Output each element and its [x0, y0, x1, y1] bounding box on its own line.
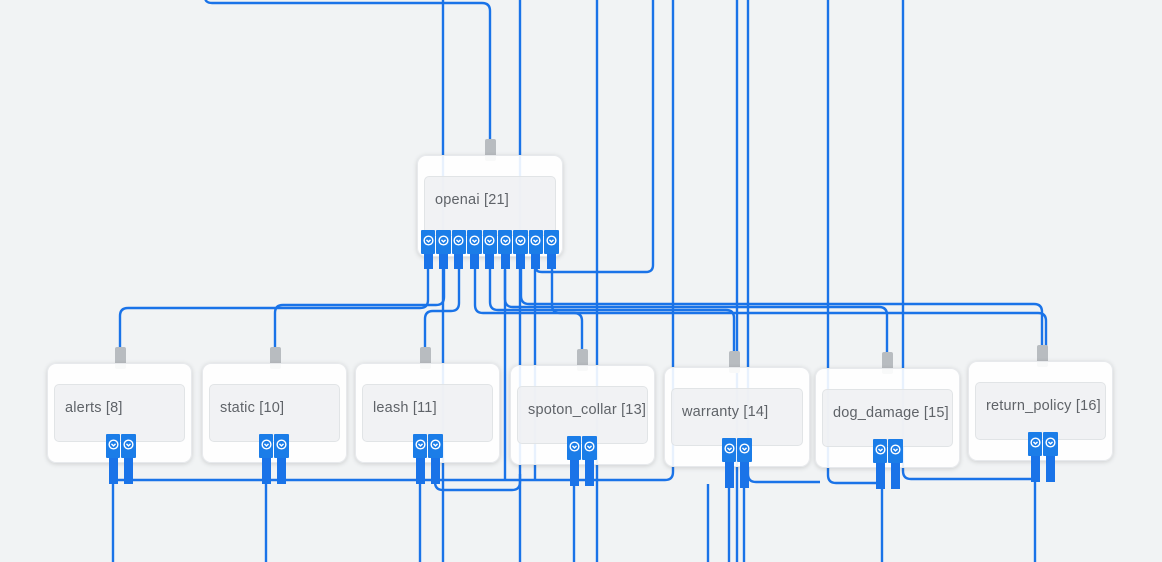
output-port[interactable]	[513, 230, 528, 269]
node-openai[interactable]: openai [21]	[417, 139, 563, 269]
input-port-stub[interactable]	[728, 351, 740, 373]
chevron-down-circle-icon	[724, 443, 735, 454]
input-port-stub[interactable]	[484, 139, 496, 161]
output-port[interactable]	[451, 230, 467, 269]
output-port[interactable]	[528, 230, 544, 269]
node-inner-panel: alerts [8]	[54, 384, 185, 442]
output-port[interactable]	[106, 434, 121, 484]
chevron-down-circle-icon	[515, 235, 526, 246]
chevron-down-circle-icon	[890, 444, 901, 455]
node-title: dog_damage [15]	[833, 405, 949, 421]
chevron-down-circle-icon	[569, 441, 580, 452]
output-port[interactable]	[544, 230, 559, 269]
output-port[interactable]	[722, 438, 737, 488]
output-port[interactable]	[1028, 432, 1043, 482]
output-port-row	[106, 434, 136, 484]
chevron-down-circle-icon	[739, 443, 750, 454]
chevron-down-circle-icon	[430, 439, 441, 450]
output-port[interactable]	[413, 434, 428, 484]
output-port-row	[567, 436, 597, 486]
node-warranty[interactable]: warranty [14]	[664, 351, 810, 488]
output-port-row	[722, 438, 752, 488]
chevron-down-circle-icon	[423, 235, 434, 246]
node-title: static [10]	[220, 400, 285, 416]
chevron-down-circle-icon	[546, 235, 557, 246]
node-card: warranty [14]	[664, 367, 810, 467]
node-inner-panel: openai [21]	[424, 176, 556, 236]
output-port[interactable]	[737, 438, 752, 488]
output-port[interactable]	[436, 230, 451, 269]
node-static[interactable]: static [10]	[202, 347, 347, 484]
chevron-down-circle-icon	[438, 235, 449, 246]
output-port[interactable]	[873, 439, 888, 489]
input-port-stub[interactable]	[114, 347, 126, 369]
node-inner-panel: return_policy [16]	[975, 382, 1106, 440]
node-inner-panel: warranty [14]	[671, 388, 803, 446]
chevron-down-circle-icon	[261, 439, 272, 450]
chevron-down-circle-icon	[123, 439, 134, 450]
output-port[interactable]	[259, 434, 274, 484]
output-port[interactable]	[497, 230, 513, 269]
node-alerts[interactable]: alerts [8]	[47, 347, 192, 484]
input-port-stub[interactable]	[419, 347, 431, 369]
chevron-down-circle-icon	[276, 439, 287, 450]
chevron-down-circle-icon	[530, 235, 541, 246]
chevron-down-circle-icon	[1030, 437, 1041, 448]
output-port[interactable]	[428, 434, 443, 484]
output-port-row	[259, 434, 289, 484]
node-inner-panel: dog_damage [15]	[822, 389, 953, 447]
chevron-down-circle-icon	[469, 235, 480, 246]
node-title: spoton_collar [13]	[528, 402, 647, 418]
node-title: leash [11]	[373, 400, 437, 416]
output-port-row	[421, 230, 559, 269]
output-port-row	[413, 434, 443, 484]
chevron-down-circle-icon	[875, 444, 886, 455]
input-port-stub[interactable]	[1036, 345, 1048, 367]
input-port-stub[interactable]	[881, 352, 893, 374]
input-port-stub[interactable]	[576, 349, 588, 371]
chevron-down-circle-icon	[584, 441, 595, 452]
output-port[interactable]	[121, 434, 136, 484]
output-port[interactable]	[274, 434, 289, 484]
output-port[interactable]	[582, 436, 597, 486]
output-port[interactable]	[467, 230, 482, 269]
chevron-down-circle-icon	[500, 235, 511, 246]
output-port-row	[873, 439, 903, 489]
input-port-stub[interactable]	[269, 347, 281, 369]
chevron-down-circle-icon	[415, 439, 426, 450]
output-port[interactable]	[421, 230, 436, 269]
output-port[interactable]	[888, 439, 903, 489]
node-title: return_policy [16]	[986, 398, 1101, 414]
output-port[interactable]	[1043, 432, 1058, 482]
node-title: warranty [14]	[682, 404, 769, 420]
output-port[interactable]	[482, 230, 497, 269]
output-port-row	[1028, 432, 1058, 482]
node-title: alerts [8]	[65, 400, 123, 416]
chevron-down-circle-icon	[453, 235, 465, 246]
node-inner-panel: leash [11]	[362, 384, 493, 442]
node-card: leash [11]	[355, 363, 500, 463]
node-title: openai [21]	[435, 192, 509, 208]
node-spoton-collar[interactable]: spoton_collar [13]	[510, 349, 655, 486]
output-port[interactable]	[567, 436, 582, 486]
node-return-policy[interactable]: return_policy [16]	[968, 345, 1113, 482]
node-card: static [10]	[202, 363, 347, 463]
chevron-down-circle-icon	[1045, 437, 1056, 448]
node-dog-damage[interactable]: dog_damage [15]	[815, 352, 960, 489]
chevron-down-circle-icon	[108, 439, 119, 450]
node-card: dog_damage [15]	[815, 368, 960, 468]
node-inner-panel: static [10]	[209, 384, 340, 442]
node-leash[interactable]: leash [11]	[355, 347, 500, 484]
node-inner-panel: spoton_collar [13]	[517, 386, 648, 444]
chevron-down-circle-icon	[484, 235, 495, 246]
